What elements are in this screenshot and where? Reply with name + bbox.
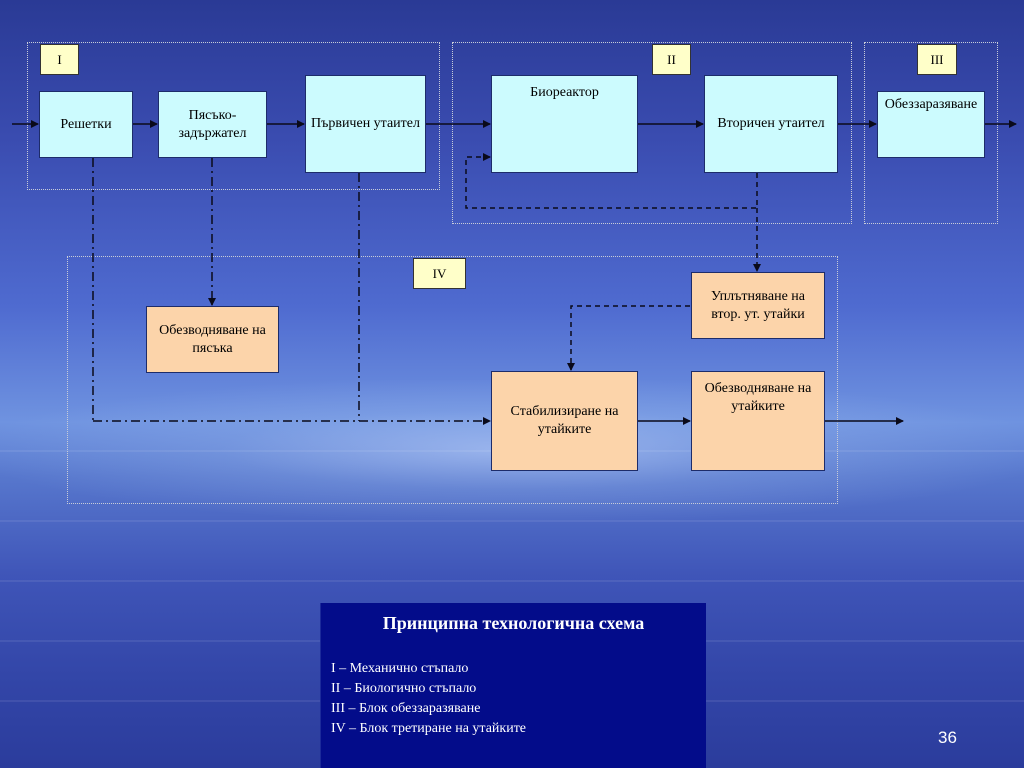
region-stage-ii (452, 42, 852, 224)
block-vtorichen-utaitel: Вторичен утаител (704, 75, 838, 173)
block-pyasko-zadarzhatel: Пясъко-задържател (158, 91, 267, 158)
block-obezvodnyavane-utaiki: Обезводняване на утайките (691, 371, 825, 471)
block-parvichen-utaitel: Първичен утаител (305, 75, 426, 173)
block-obezvodnyavane-pyasak: Обезводняване на пясъка (146, 306, 279, 373)
region-stage-iii (864, 42, 998, 224)
legend-title: Принципна технологична схема (382, 613, 645, 633)
dashed-upatnyavane-stabilizirane (567, 305, 690, 371)
stage-tag-iv: IV (413, 258, 466, 289)
legend-line-iv: IV – Блок третиране на утайките (331, 721, 527, 736)
region-stage-iv (67, 256, 838, 504)
block-bioreaktor: Биореактор (491, 75, 638, 173)
block-upatnyavane: Уплътняване на втор. ут. утайки (691, 272, 825, 339)
block-obezzarazyavane: Обеззаразяване (877, 91, 985, 158)
stage-tag-i: I (40, 44, 79, 75)
legend-line-iii: III – Блок обеззаразяване (331, 701, 481, 716)
region-stage-i (27, 42, 440, 190)
legend-line-ii: II – Биологично стъпало (331, 681, 477, 696)
background-wave (0, 580, 1024, 582)
stage-tag-iii: III (917, 44, 957, 75)
legend-panel: Принципна технологична схема I – Механич… (320, 603, 706, 768)
block-reshetki: Решетки (39, 91, 133, 158)
dashed-recirculation (465, 153, 758, 209)
background-wave (0, 520, 1024, 522)
stage-tag-ii: II (652, 44, 691, 75)
block-stabilizirane: Стабилизиране на утайките (491, 371, 638, 471)
page-number: 36 (938, 728, 957, 747)
legend-line-i: I – Механично стъпало (331, 661, 469, 676)
